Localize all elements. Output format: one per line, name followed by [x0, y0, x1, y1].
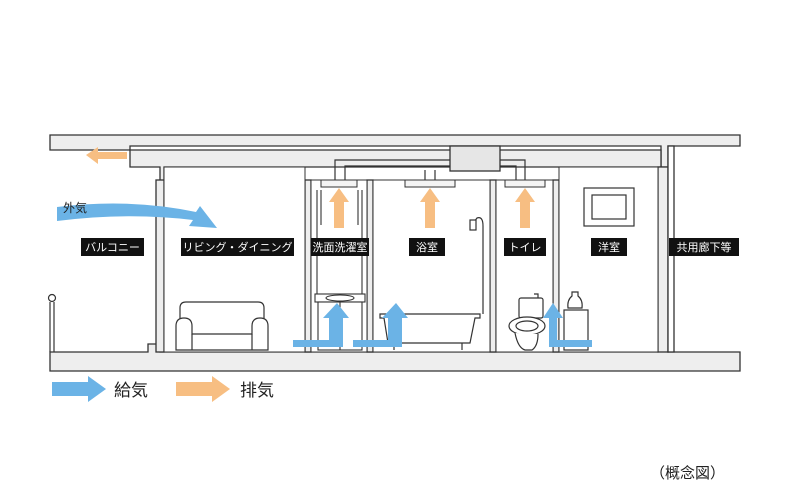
room-labels: バルコニー リビング・ダイニング 洗面洗濯室 浴室 トイレ 洋室 共用廊下等 — [81, 238, 739, 256]
exhaust-arrow-bathroom — [420, 188, 440, 228]
shower-icon — [469, 217, 484, 314]
supply-arrow-washroom — [293, 303, 349, 347]
room-label-washroom: 洗面洗濯室 — [311, 238, 369, 256]
diagram-caption: （概念図） — [650, 464, 725, 482]
supply-airflows — [57, 203, 592, 347]
legend: 給気 排気 — [52, 376, 274, 402]
svg-text:バルコニー: バルコニー — [85, 241, 140, 254]
svg-text:浴室: 浴室 — [416, 240, 438, 254]
room-label-balcony: バルコニー — [81, 238, 144, 256]
sofa-icon — [175, 301, 269, 351]
exhaust-arrows — [86, 147, 535, 228]
vent-toilet — [504, 179, 546, 188]
wall-bath-toilet — [489, 179, 497, 353]
room-label-bathroom: 浴室 — [409, 238, 445, 256]
svg-text:洗面洗濯室: 洗面洗濯室 — [313, 240, 368, 254]
exhaust-arrow-washroom — [329, 188, 349, 228]
picture-frame-icon — [583, 187, 635, 227]
legend-exhaust-label: 排気 — [240, 381, 274, 401]
svg-text:洋室: 洋室 — [598, 240, 620, 254]
vase-icon — [567, 291, 583, 309]
ventilation-unit — [449, 145, 501, 172]
toilet-icon — [508, 293, 546, 351]
room-label-living: リビング・ダイニング — [181, 238, 294, 256]
legend-supply-arrow — [52, 376, 106, 402]
legend-supply-label: 給気 — [114, 381, 148, 401]
room-label-western-room: 洋室 — [591, 238, 627, 256]
svg-text:リビング・ダイニング: リビング・ダイニング — [183, 240, 293, 254]
wall-western-corridor — [657, 166, 669, 353]
wall-balcony-living — [155, 179, 165, 353]
wall-living-washroom — [304, 179, 312, 353]
svg-text:トイレ: トイレ — [509, 241, 542, 254]
balcony-railing — [47, 293, 57, 352]
duct-lines — [334, 159, 526, 180]
room-label-corridor: 共用廊下等 — [669, 238, 739, 256]
exhaust-arrow-toilet — [515, 188, 535, 228]
supply-arrow-bathroom — [353, 303, 408, 347]
vent-bathroom — [404, 179, 456, 188]
outside-air-label: 外気 — [63, 200, 87, 215]
svg-text:共用廊下等: 共用廊下等 — [677, 240, 732, 254]
room-label-toilet: トイレ — [504, 238, 546, 256]
legend-exhaust-arrow — [176, 376, 230, 402]
supply-arrow-outside — [57, 203, 217, 228]
ceiling-vents — [320, 179, 546, 188]
vent-washroom — [320, 179, 358, 188]
exhaust-arrow-balcony — [86, 147, 127, 164]
wall-washroom-bath — [366, 179, 374, 353]
